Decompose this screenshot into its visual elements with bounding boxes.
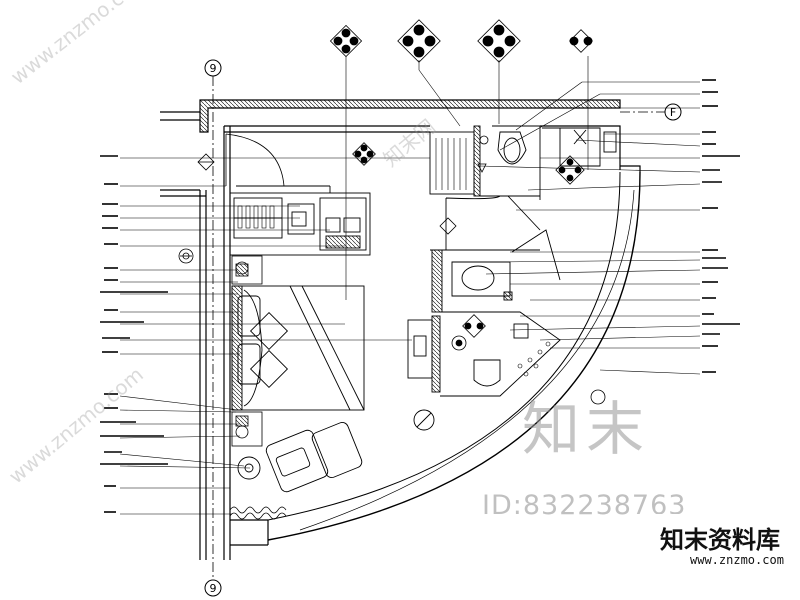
- watermark-id: ID:832238763: [482, 490, 687, 521]
- annotation-text-left: [100, 155, 168, 513]
- entry-door: [225, 133, 285, 187]
- grid-axes: [212, 76, 666, 582]
- annotation-text-right: [702, 79, 740, 373]
- sensor-markers: [178, 135, 606, 405]
- bathroom: [429, 125, 617, 313]
- leader-lines-right: [479, 81, 701, 375]
- light-fixture: [451, 335, 467, 351]
- grid-marker-bottom-label: 9: [210, 582, 217, 595]
- watermark-title: 知末: [522, 395, 651, 463]
- grid-marker-top: 9: [204, 59, 222, 77]
- leader-lines-left: [119, 157, 430, 515]
- lounge-chairs: [237, 421, 363, 493]
- brand-url: www.znzmo.com: [690, 553, 784, 567]
- light-fixture: [569, 29, 593, 170]
- outer-walls: [160, 99, 641, 560]
- grid-marker-top-label: 9: [210, 62, 217, 75]
- curtain: [229, 506, 287, 520]
- vanity-corner: [440, 311, 561, 397]
- bed: [231, 285, 365, 411]
- wardrobe: [229, 185, 371, 256]
- light-fixture: [352, 142, 376, 166]
- light-fixture: [329, 24, 363, 300]
- grid-marker-right-label: F: [670, 106, 676, 119]
- light-fixtures: [329, 19, 593, 351]
- light-fixture: [397, 19, 461, 127]
- nightstands: [231, 255, 263, 447]
- grid-marker-right: F: [664, 103, 682, 121]
- light-fixture: [462, 314, 486, 338]
- light-fixture: [477, 19, 521, 124]
- brand-title: 知末资料库: [660, 526, 780, 554]
- brand-badge: [652, 514, 800, 600]
- tv-desk: [407, 315, 441, 431]
- grid-marker-bottom: 9: [204, 579, 222, 597]
